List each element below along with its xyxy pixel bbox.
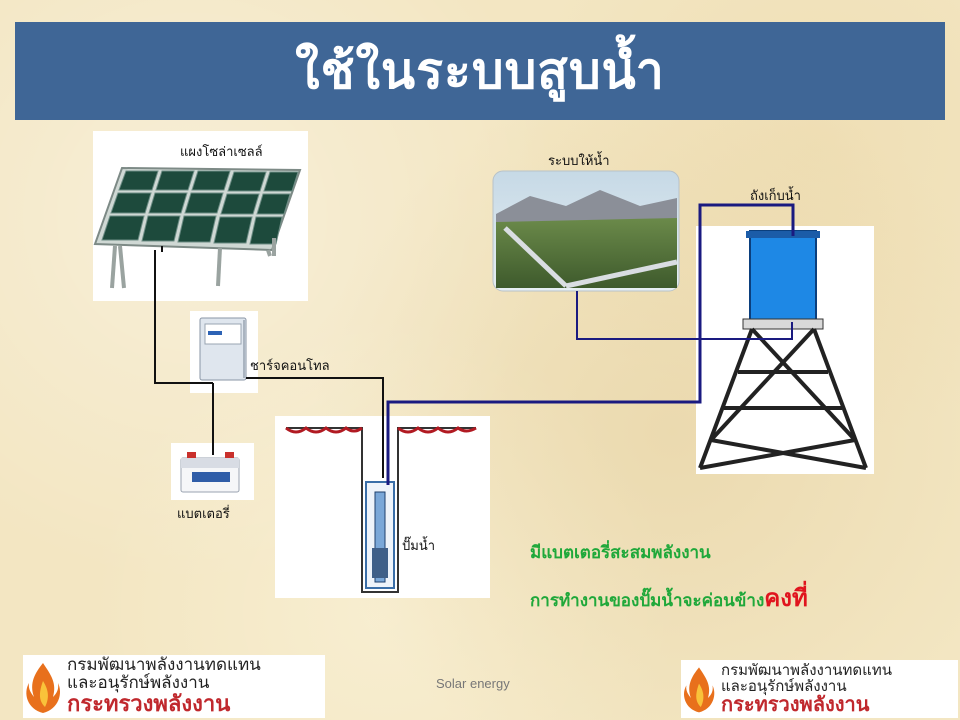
water-tower <box>698 230 868 470</box>
flame-icon <box>26 662 61 713</box>
well-illustration <box>285 426 477 593</box>
solar-panel-label: แผงโซล่าเซลล์ <box>180 145 263 160</box>
note-battery-storage: มีแบตเตอรี่สะสมพลังงาน <box>530 543 711 563</box>
water-tank-label: ถังเก็บน้ำ <box>750 189 801 204</box>
title-bar: ใช้ในระบบสูบน้ำ <box>15 22 945 120</box>
irrigation-photo <box>492 170 680 292</box>
irrigation-label: ระบบให้น้ำ <box>548 154 610 169</box>
slide-title: ใช้ในระบบสูบน้ำ <box>295 41 665 100</box>
water-pipe <box>386 203 795 485</box>
charge-controller-box <box>199 317 247 381</box>
battery-label: แบตเตอรี่ <box>177 507 230 522</box>
note-pump-stable: การทำงานของปั๊มน้ำจะค่อนข้างคงที่ <box>530 578 808 617</box>
logo-right-line3: กระทรวงพลังงาน <box>721 692 870 717</box>
solar-array <box>93 166 302 289</box>
logo-right-line1: กรมพัฒนาพลังงานทดแทน <box>721 660 892 679</box>
logo-left-line1: กรมพัฒนาพลังงานทดแทน <box>67 655 261 676</box>
logo-left: กรมพัฒนาพลังงานทดแทน และอนุรักษ์พลังงาน … <box>23 655 325 718</box>
charge-controller-label: ชาร์จคอนโทล <box>250 359 330 374</box>
footer-text: Solar energy <box>436 676 510 691</box>
battery-unit <box>180 452 240 493</box>
water-pump-label: ปั๊มน้ำ <box>402 539 436 554</box>
note-emphasis: คงที่ <box>764 584 808 612</box>
logo-left-line3: กระทรวงพลังงาน <box>67 691 231 717</box>
electrical-wiring <box>154 246 384 478</box>
logo-right-line2: และอนุรักษ์พลังงาน <box>721 676 847 695</box>
logo-left-line2: และอนุรักษ์พลังงาน <box>67 672 210 693</box>
note-pump-stable-text: การทำงานของปั๊มน้ำจะค่อนข้าง <box>530 591 765 611</box>
flame-icon <box>684 667 715 713</box>
logo-right: กรมพัฒนาพลังงานทดแทน และอนุรักษ์พลังงาน … <box>681 660 958 718</box>
